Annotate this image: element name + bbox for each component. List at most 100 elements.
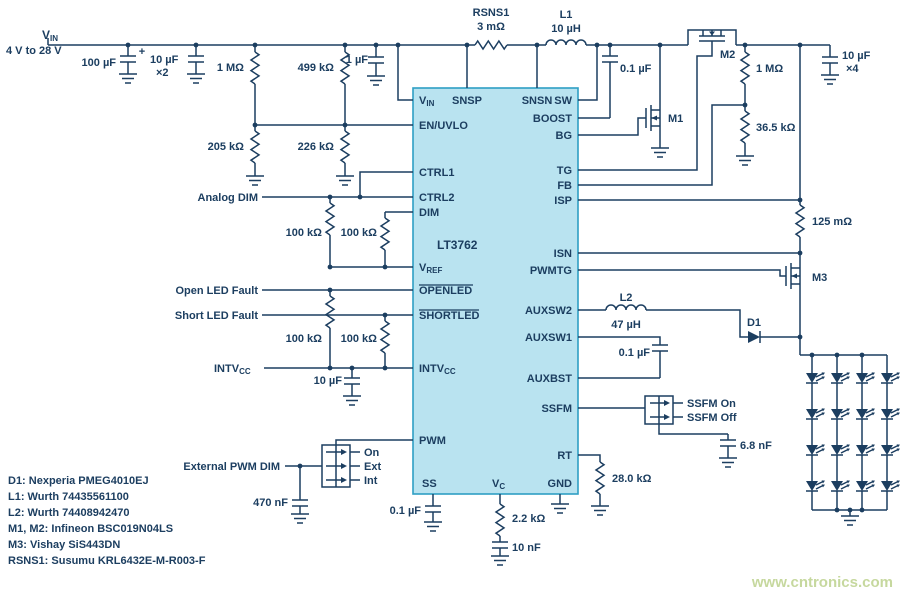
resistor-isns-icon — [795, 204, 805, 238]
label-r-vc: 2.2 kΩ — [512, 513, 545, 525]
led-icon — [805, 441, 826, 463]
label-c-ssfm: 6.8 nF — [740, 440, 772, 452]
capacitor-out-icon — [821, 56, 839, 64]
label-c-out: 10 µF — [842, 50, 871, 62]
label-r-fb-bot: 36.5 kΩ — [756, 122, 796, 134]
resistor-100k-icon — [325, 202, 335, 236]
ground-icon — [718, 457, 738, 468]
fb-wire — [578, 104, 745, 186]
pwm-wire — [335, 439, 413, 445]
resistor-rsns1-icon — [474, 40, 508, 50]
resistor-fb-bot-icon — [740, 110, 750, 144]
ground-icon — [342, 395, 362, 406]
rt-network — [578, 454, 610, 516]
label-m1: M1 — [668, 113, 683, 125]
resistor-2k2-icon — [495, 503, 505, 537]
note-line: M1, M2: Infineon BSC019N04LS — [8, 523, 173, 535]
label-intvcc: INTVCC — [214, 363, 251, 376]
label-c-in-cer-qty: ×2 — [156, 67, 169, 79]
pin-label-auxsw2: AUXSW2 — [525, 305, 572, 317]
inductor-l1-icon — [545, 39, 587, 46]
label-c-pwm: 470 nF — [253, 497, 288, 509]
capacitor-10nF-icon — [491, 541, 509, 549]
resistor-1M-icon — [250, 51, 260, 85]
sense-wires — [466, 45, 538, 88]
gate-drive — [578, 30, 725, 171]
capacitor-boost-icon — [601, 55, 619, 63]
pin-label-isp: ISP — [554, 195, 572, 207]
label-m3: M3 — [812, 272, 827, 284]
label-r-pull-a: 100 kΩ — [286, 333, 323, 345]
pwm-network — [285, 439, 413, 524]
mosfet-m2-icon — [578, 30, 725, 171]
label-c-ss: 0.1 µF — [390, 505, 422, 517]
sw-wire — [578, 45, 598, 101]
led-icon — [855, 369, 876, 391]
component-labels: VIN 4 V to 28 V 100 µF + 10 µF ×2 1 MΩ 2… — [6, 7, 871, 554]
pin-label-dim: DIM — [419, 207, 439, 219]
label-r-en-bot: 226 kΩ — [298, 141, 335, 153]
label-r-rt: 28.0 kΩ — [612, 473, 652, 485]
pin-label-auxsw1: AUXSW1 — [525, 332, 572, 344]
capacitor-470nF-icon — [291, 499, 309, 507]
output-network — [578, 45, 840, 355]
label-rsns1: RSNS1 — [473, 7, 510, 19]
label-c-out-qty: ×4 — [846, 63, 859, 75]
led-icon — [830, 405, 851, 427]
note-line: L2: Wurth 74408942470 — [8, 507, 129, 519]
resistor-rt-icon — [595, 461, 605, 495]
ground-icon — [290, 513, 310, 524]
label-l1: L1 — [560, 9, 573, 21]
aux-network — [578, 304, 800, 379]
led-icon — [855, 477, 876, 499]
label-c-aux: 0.1 µF — [619, 347, 651, 359]
pin-label-snsp: SNSP — [452, 95, 482, 107]
note-line: M3: Vishay SiS443DN — [8, 539, 120, 551]
label-m2: M2 — [720, 49, 735, 61]
ground-icon — [366, 75, 386, 86]
ground-icon — [820, 74, 840, 85]
note-line: RSNS1: Susumu KRL6432E-M-R003-F — [8, 555, 206, 567]
resistor-100k-icon — [380, 217, 390, 251]
capacitor-ss-icon — [424, 505, 442, 513]
fault-network — [262, 289, 413, 406]
label-d1: D1 — [747, 317, 761, 329]
label-ssfm-on: SSFM On — [687, 398, 736, 410]
label-rsns1-val: 3 mΩ — [477, 21, 505, 33]
led-icon — [855, 441, 876, 463]
label-plus: + — [139, 46, 145, 58]
pin-label-tg: TG — [557, 165, 572, 177]
led-icon — [880, 441, 900, 463]
pin-label-rt: RT — [557, 450, 572, 462]
pin-label-snsn: SNSN — [522, 95, 553, 107]
label-r-pull-b: 100 kΩ — [341, 333, 378, 345]
pin-label-ss: SS — [422, 478, 437, 490]
resistor-226k-icon — [340, 130, 350, 164]
label-c-in-bulk: 100 µF — [82, 57, 117, 69]
led-icon — [880, 369, 900, 391]
resistor-100k-icon — [380, 320, 390, 354]
pin-label-vc: VC — [492, 478, 505, 491]
inductor-l2-icon — [605, 304, 647, 311]
label-r-fb-top: 1 MΩ — [756, 63, 783, 75]
label-l1-val: 10 µH — [551, 23, 581, 35]
resistor-100k-icon — [325, 295, 335, 329]
ground-icon — [590, 505, 610, 516]
bottom-pins — [423, 494, 570, 566]
watermark: www.cntronics.com — [751, 574, 893, 591]
pin-label-ssfm: SSFM — [541, 403, 572, 415]
label-sw-ext: Ext — [364, 461, 381, 473]
capacitor-intvcc-icon — [343, 377, 361, 385]
pin-label-sw: SW — [554, 95, 572, 107]
label-short-led-fault: Short LED Fault — [175, 310, 258, 322]
ic-pin-labels: LT3762 VIN EN/UVLO CTRL1 CTRL2 DIM VREF … — [419, 95, 573, 491]
pin-label-pwm: PWM — [419, 435, 446, 447]
note-line: L1: Wurth 74435561100 — [8, 491, 129, 503]
label-sw-on: On — [364, 447, 380, 459]
ground-icon — [650, 147, 670, 158]
pin-label-boost: BOOST — [533, 113, 572, 125]
label-l2-val: 47 µH — [611, 319, 641, 331]
pin-label-openled: OPENLED — [419, 285, 472, 297]
pin-label-en-uvlo: EN/UVLO — [419, 120, 468, 132]
